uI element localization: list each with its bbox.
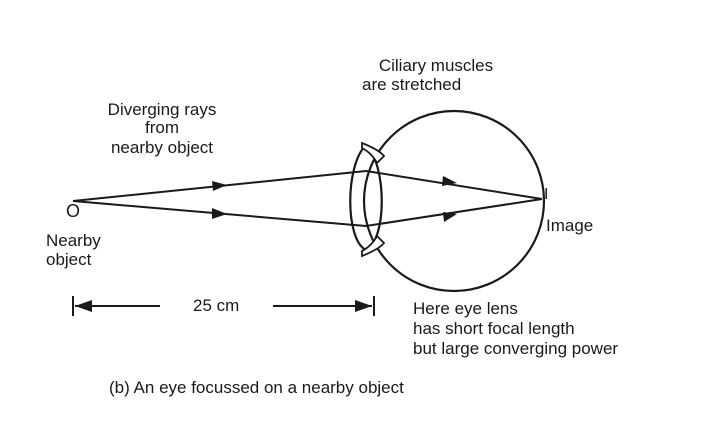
ciliary-muscle-top <box>361 141 386 165</box>
lower-incident-arrowhead <box>212 208 227 219</box>
lens-note: Here eye lens has short focal length but… <box>413 299 618 359</box>
lens-note-line1: Here eye lens <box>413 299 518 318</box>
object-label-line1: Nearby <box>46 231 101 250</box>
rays-label: Diverging rays from nearby object <box>82 100 242 157</box>
object-marker: O <box>66 201 81 221</box>
image-marker: I <box>544 186 549 203</box>
lower-refracted-ray <box>365 198 543 227</box>
ciliary-label-line2: are stretched <box>362 75 462 94</box>
rays-label-line2: from <box>145 118 179 137</box>
lower-refracted-arrowhead <box>443 212 457 222</box>
rays-label-line3: nearby object <box>110 138 214 157</box>
ciliary-label-line1: Ciliary muscles <box>378 56 494 75</box>
eyeball-outline <box>362 109 546 293</box>
object-label: Nearby object <box>46 231 101 269</box>
lens-note-line3: but large converging power <box>413 339 619 358</box>
lens-note-line2: has short focal length <box>413 319 575 338</box>
ciliary-muscle-bottom <box>361 234 386 258</box>
distance-left-arrowhead <box>75 300 92 312</box>
figure-caption: (b) An eye focussed on a nearby object <box>109 378 404 397</box>
distance-label: 25 cm <box>193 296 240 315</box>
upper-refracted-ray <box>365 170 543 200</box>
object-label-line2: object <box>46 250 92 269</box>
upper-refracted-arrowhead <box>442 176 457 186</box>
distance-right-arrowhead <box>355 300 372 312</box>
image-label: Image <box>546 216 594 235</box>
ciliary-label: Ciliary muscles are stretched <box>352 56 520 94</box>
rays-label-line1: Diverging rays <box>107 100 217 119</box>
upper-incident-arrowhead <box>212 181 227 191</box>
